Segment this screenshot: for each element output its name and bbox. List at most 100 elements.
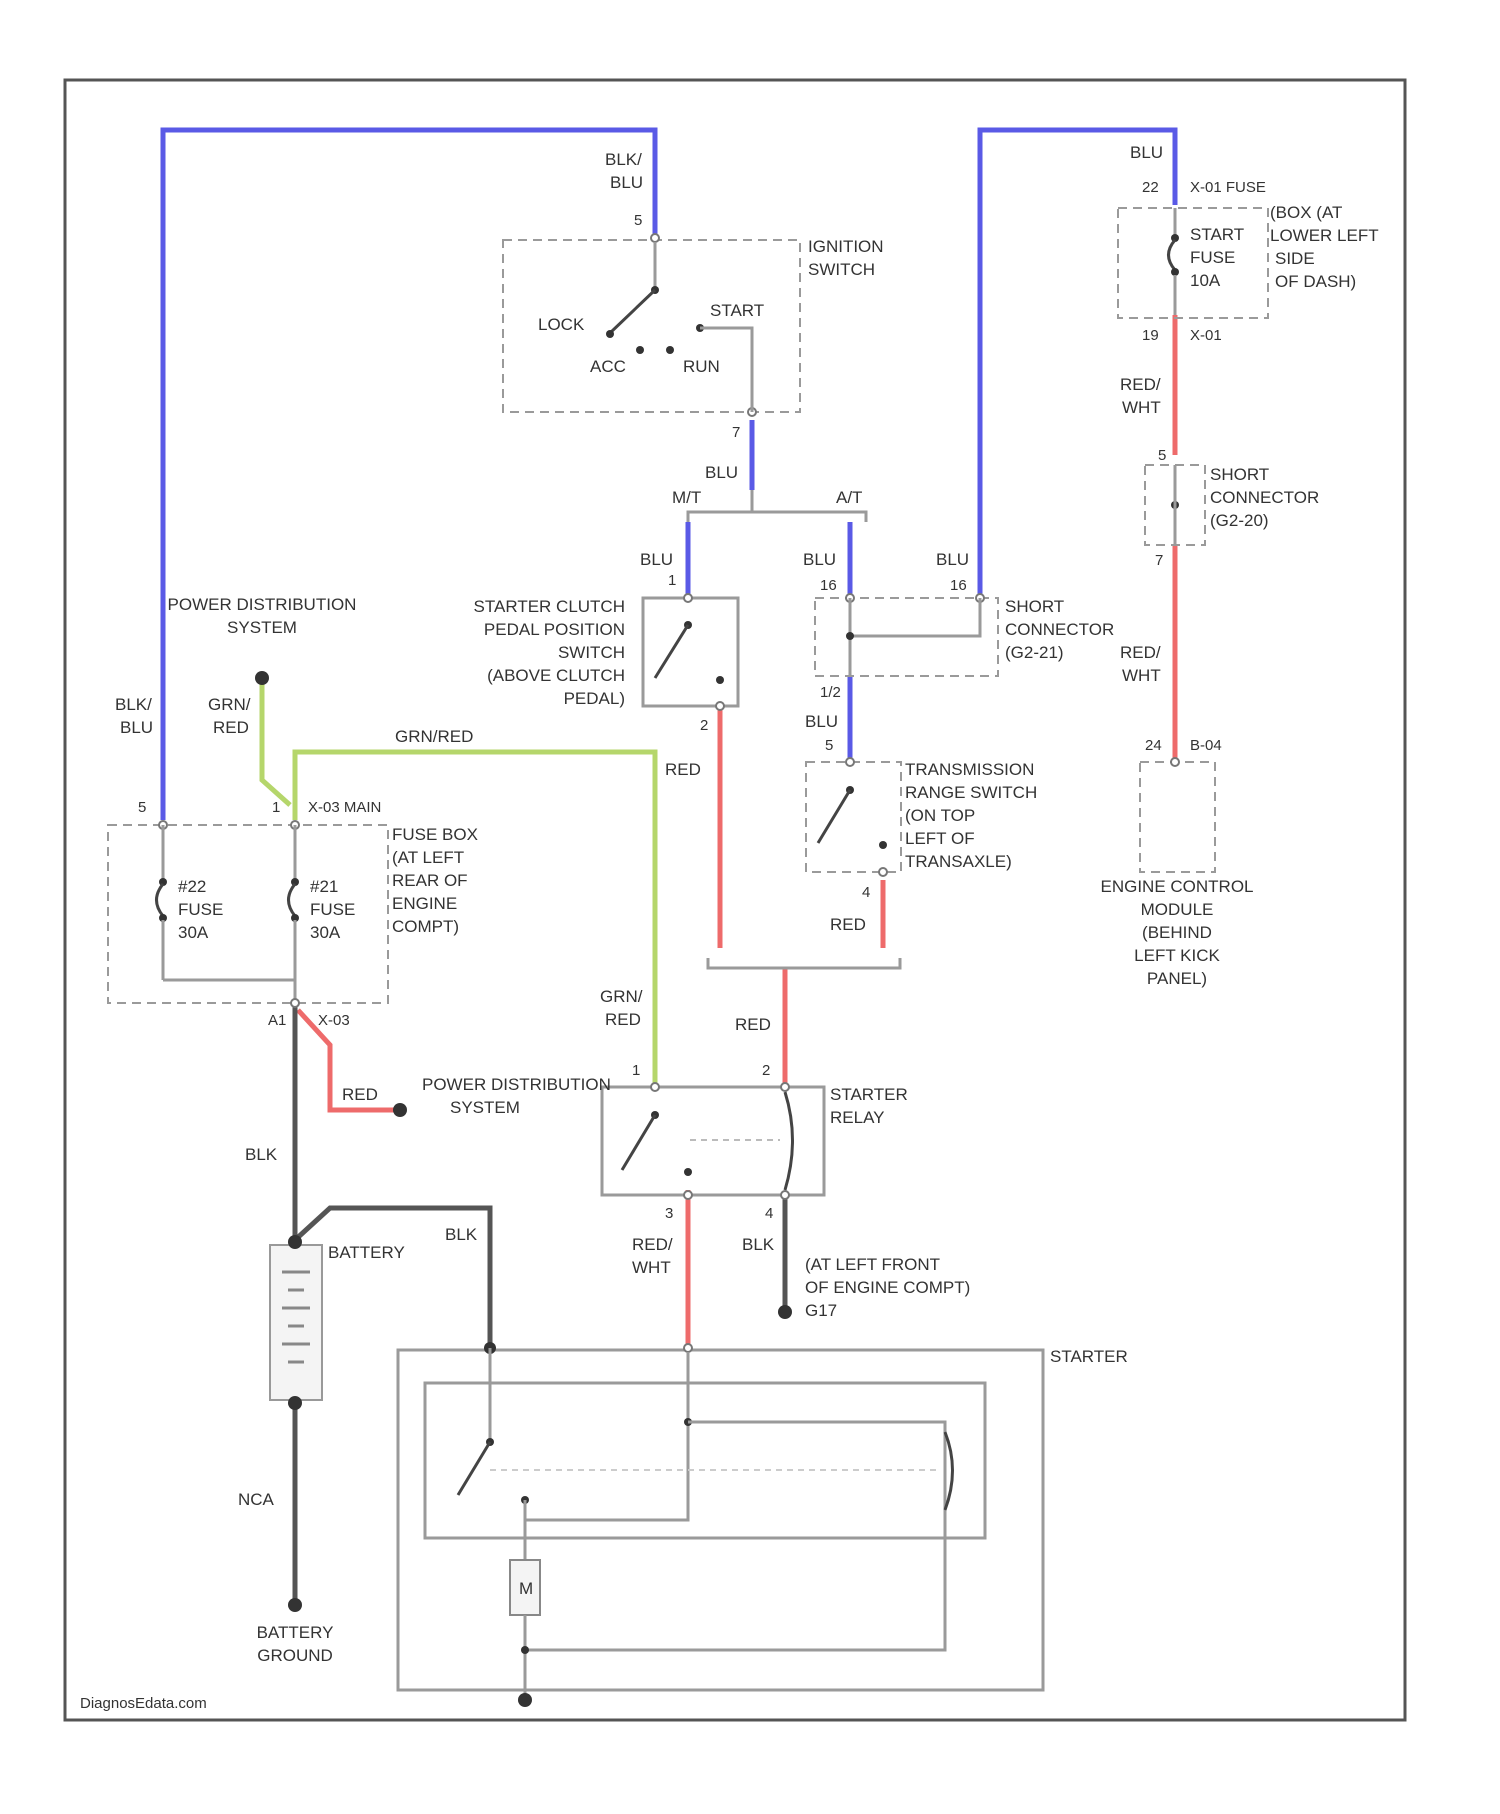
engine-fuse-title-4: ENGINE — [392, 894, 457, 913]
battery-ground-terminal — [288, 1598, 302, 1612]
relay-pin-2: 2 — [762, 1062, 770, 1079]
battery-title: BATTERY — [328, 1243, 405, 1262]
fuse-22-name-2: FUSE — [178, 900, 223, 919]
clutch-title-5: PEDAL) — [564, 689, 625, 708]
ignition-pos-run: RUN — [683, 357, 720, 376]
battery-ground-1: BATTERY — [257, 1623, 334, 1642]
clutch-title-4: (ABOVE CLUTCH — [487, 666, 625, 685]
range-switch-blade — [818, 790, 850, 843]
ground-id: G17 — [805, 1301, 837, 1320]
engine-fuse-conn-top: X-03 MAIN — [308, 799, 381, 816]
wire-label-blk-blu-2: BLU — [610, 173, 643, 192]
short-conn-mid-title-1: SHORT — [1005, 597, 1064, 616]
wire-label-red-pdc: RED — [342, 1085, 378, 1104]
short-conn-right-title-2: CONNECTOR — [1210, 488, 1319, 507]
dash-fuse-name-2: FUSE — [1190, 248, 1235, 267]
wire-label-red-clutch: RED — [665, 760, 701, 779]
dash-fuse-title-2: LOWER LEFT — [1270, 226, 1379, 245]
split-bar-red — [708, 958, 900, 968]
wire-label-red-range: RED — [830, 915, 866, 934]
relay-title-1: STARTER — [830, 1085, 908, 1104]
pds-top-title-2: SYSTEM — [227, 618, 297, 637]
dash-fuse-title-4: OF DASH) — [1275, 272, 1356, 291]
engine-fuse-pin-bottom: A1 — [268, 1012, 286, 1029]
ignition-title-2: SWITCH — [808, 260, 875, 279]
pds-bottom-title-2: SYSTEM — [450, 1098, 520, 1117]
wire-label-grn-red-1: GRN/ — [208, 695, 251, 714]
ground-text-2: OF ENGINE COMPT) — [805, 1278, 970, 1297]
wire-label-red-wht-r2-1: RED/ — [1120, 643, 1161, 662]
wire-label-at: A/T — [836, 488, 862, 507]
fuse-22-symbol — [157, 884, 164, 916]
fuse-21-name-3: 30A — [310, 923, 341, 942]
wire-label-red-wht-r1-1: RED/ — [1120, 375, 1161, 394]
ignition-pin-7-label: 7 — [732, 424, 740, 441]
relay-pin-4: 4 — [765, 1205, 773, 1222]
dash-fuse-name-3: 10A — [1190, 271, 1221, 290]
wire-label-blu-ign: BLU — [705, 463, 738, 482]
wire-label-grn-red-2: RED — [213, 718, 249, 737]
range-title-5: TRANSAXLE) — [905, 852, 1012, 871]
wire-label-blk-blu-1: BLK/ — [605, 150, 642, 169]
dash-fuse-pin-bottom: 19 — [1142, 327, 1159, 344]
wire-label-blu-conn: BLU — [805, 712, 838, 731]
range-title-2: RANGE SWITCH — [905, 783, 1037, 802]
split-bar-top — [688, 512, 866, 522]
ecm-conn: B-04 — [1190, 737, 1222, 754]
wire-label-red-wht-r2-2: WHT — [1122, 666, 1161, 685]
dash-fuse-conn-bottom: X-01 — [1190, 327, 1222, 344]
short-conn-mid-title-3: (G2-21) — [1005, 643, 1064, 662]
range-title-1: TRANSMISSION — [905, 760, 1034, 779]
wire-label-red-wht-1: RED/ — [632, 1235, 673, 1254]
wire-label-grn-red-mid: GRN/RED — [395, 727, 473, 746]
fuse-22-name-3: 30A — [178, 923, 209, 942]
ignition-pos-lock: LOCK — [538, 315, 585, 334]
ecm-title-2: MODULE — [1141, 900, 1214, 919]
engine-fuse-title-5: COMPT) — [392, 917, 459, 936]
clutch-title-2: PEDAL POSITION — [484, 620, 625, 639]
ignition-pos-start: START — [710, 301, 764, 320]
wire-label-blk-batt: BLK — [245, 1145, 278, 1164]
wire-grn-red-a — [262, 680, 290, 805]
dash-fuse-conn-top: X-01 FUSE — [1190, 179, 1266, 196]
ecm-title-3: (BEHIND — [1142, 923, 1212, 942]
pds-bottom-terminal — [393, 1103, 407, 1117]
ignition-pos-acc: ACC — [590, 357, 626, 376]
dash-fuse-name-1: START — [1190, 225, 1244, 244]
engine-fuse-pin-left: 5 — [138, 799, 146, 816]
clutch-switch-box — [643, 598, 738, 706]
clutch-pin-bottom: 2 — [700, 717, 708, 734]
ecm-title-4: LEFT KICK — [1134, 946, 1220, 965]
dash-fuse-title-1: (BOX (AT — [1270, 203, 1342, 222]
wire-label-grn-red-relay-2: RED — [605, 1010, 641, 1029]
range-title-3: (ON TOP — [905, 806, 975, 825]
watermark: DiagnosEdata.com — [80, 1695, 207, 1712]
wire-label-blu-top-right: BLU — [1130, 143, 1163, 162]
ground-g17-terminal — [778, 1305, 792, 1319]
pds-top-terminal — [255, 671, 269, 685]
starter-title: STARTER — [1050, 1347, 1128, 1366]
relay-contact — [622, 1115, 655, 1170]
engine-fuse-title-2: (AT LEFT — [392, 848, 464, 867]
short-conn-right-pin-top: 5 — [1158, 447, 1166, 464]
relay-pin-1: 1 — [632, 1062, 640, 1079]
ignition-pin-5-label: 5 — [634, 212, 642, 229]
starter-solenoid-box — [425, 1383, 985, 1538]
wire-label-blk-blu-left-1: BLK/ — [115, 695, 152, 714]
relay-title-2: RELAY — [830, 1108, 885, 1127]
engine-fuse-conn-bottom: X-03 — [318, 1012, 350, 1029]
dash-fuse-title-3: SIDE — [1275, 249, 1315, 268]
short-conn-mid-pin-bottom: 1/2 — [820, 684, 841, 701]
wire-label-blu-mt: BLU — [640, 550, 673, 569]
short-conn-right-pin-bottom: 7 — [1155, 552, 1163, 569]
wire-label-blk-ground: BLK — [742, 1235, 775, 1254]
fuse-22-name-1: #22 — [178, 877, 206, 896]
engine-fuse-title-3: REAR OF — [392, 871, 468, 890]
pds-bottom-title-1: POWER DISTRIBUTION — [422, 1075, 611, 1094]
clutch-title-3: SWITCH — [558, 643, 625, 662]
start-fuse-symbol — [1169, 240, 1176, 270]
fuse-21-symbol — [289, 884, 296, 916]
clutch-switch-blade — [655, 625, 688, 678]
engine-fuse-pin-right: 1 — [272, 799, 280, 816]
clutch-pin-top: 1 — [668, 572, 676, 589]
